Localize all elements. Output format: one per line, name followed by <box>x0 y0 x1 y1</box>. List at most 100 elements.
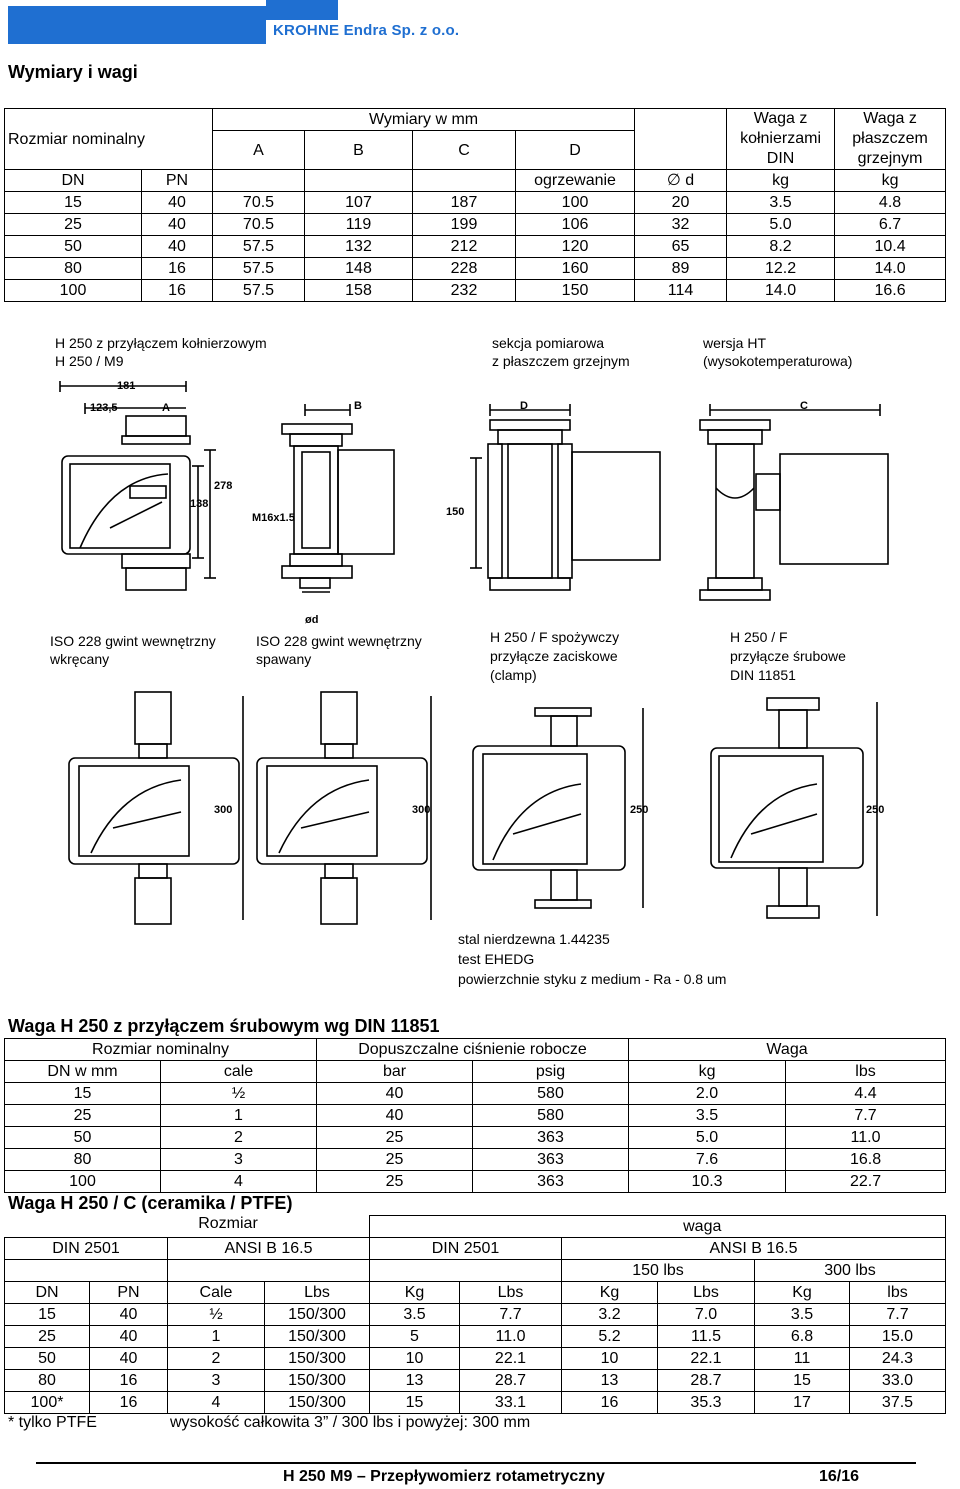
table-cell: 40 <box>316 1082 473 1105</box>
t3-footnote-star: * tylko PTFE <box>8 1414 97 1431</box>
table-cell: 11.0 <box>459 1325 562 1348</box>
table-cell: 100 <box>4 279 142 302</box>
t2-h-psig: psig <box>471 1060 630 1083</box>
table-cell: 11.0 <box>785 1126 947 1149</box>
col-b: B <box>304 130 413 170</box>
table-cell: 70.5 <box>212 191 305 214</box>
table-cell: 160 <box>514 257 636 280</box>
table-cell: 7.7 <box>459 1303 562 1326</box>
table-cell: 14.0 <box>834 257 947 280</box>
table-cell: 6.7 <box>834 213 947 236</box>
sub-c <box>412 169 516 192</box>
caption-ht-1: wersja HT <box>703 335 767 351</box>
table-cell: 40 <box>141 213 213 236</box>
table-cell: 16 <box>561 1391 658 1414</box>
table-cell: 5 <box>369 1325 460 1348</box>
table-header-cell: Kg <box>561 1281 658 1304</box>
caption-ht-2: (wysokotemperaturowa) <box>703 353 853 369</box>
caption-flange-2: H 250 / M9 <box>55 353 124 369</box>
caption-section-1: sekcja pomiarowa <box>492 335 605 351</box>
caption-iso-welded-1: ISO 228 gwint wewnętrzny <box>256 633 422 649</box>
ceramic-weight-table: waga DIN 2501 ANSI B 16.5 DIN 2501 ANSI … <box>4 1215 946 1414</box>
t3-blank-1 <box>5 1216 168 1238</box>
din11851-weight-table: Rozmiar nominalny Dopuszczalne ciśnienie… <box>4 1038 947 1193</box>
table-cell: 11 <box>754 1347 850 1370</box>
table-cell: 2 <box>160 1126 317 1149</box>
table-cell: 1 <box>167 1325 265 1348</box>
table-cell: 20 <box>634 191 728 214</box>
dim-278: 278 <box>214 480 233 492</box>
t2-h-dn: DN w mm <box>4 1060 161 1083</box>
table-cell: 363 <box>471 1170 630 1193</box>
t2-h-kg: kg <box>628 1060 787 1083</box>
dim-123-5: 123,5 <box>90 402 118 414</box>
table-cell: 37.5 <box>849 1391 946 1414</box>
table-cell: 16 <box>141 257 213 280</box>
table-cell: 15 <box>4 191 142 214</box>
sub-heating: ogrzewanie <box>514 169 636 192</box>
footer-title: H 250 M9 – Przepływomierz rotametryczny <box>283 1468 605 1485</box>
table-cell: 70.5 <box>212 213 305 236</box>
table-cell: 25 <box>4 1325 90 1348</box>
table-cell: 13 <box>369 1369 460 1392</box>
t2-h-weight: Waga <box>628 1038 947 1061</box>
t2-h-bar: bar <box>316 1060 473 1083</box>
caption-screw-3: DIN 11851 <box>730 667 796 683</box>
table-cell: 12.2 <box>726 257 836 280</box>
dim-181: 181 <box>117 380 136 392</box>
table-cell: 22.7 <box>785 1170 947 1193</box>
table-cell: 10 <box>561 1347 658 1370</box>
t3-h-300: 300 lbs <box>754 1259 946 1282</box>
t3-blank-4 <box>4 1259 168 1282</box>
table-cell: 7.7 <box>849 1303 946 1326</box>
table-cell: 32 <box>634 213 728 236</box>
table-cell: 100* <box>4 1391 90 1414</box>
t3-h-150: 150 lbs <box>561 1259 755 1282</box>
table-cell: 10.4 <box>834 235 947 258</box>
t3-h-ansi2: ANSI B 16.5 <box>561 1237 946 1260</box>
dim-b: B <box>354 400 362 412</box>
table-cell: 65 <box>634 235 728 258</box>
caption-screw-1: H 250 / F <box>730 629 788 645</box>
header-bar-tab <box>266 0 338 20</box>
dim-c: C <box>800 400 808 412</box>
t3-h-rozmiar: Rozmiar <box>198 1215 258 1232</box>
table-cell: 119 <box>304 213 413 236</box>
table-cell: 80 <box>4 257 142 280</box>
table-cell: 3.5 <box>726 191 836 214</box>
t3-h-waga: waga <box>459 1215 946 1238</box>
table-cell: 150/300 <box>264 1391 370 1414</box>
header-bar <box>8 0 338 44</box>
table-cell: 40 <box>89 1303 168 1326</box>
col-a: A <box>212 130 305 170</box>
table-cell: 150/300 <box>264 1325 370 1348</box>
t2-h-pressure: Dopuszczalne ciśnienie robocze <box>315 1038 630 1061</box>
dim-300-a: 300 <box>214 804 233 816</box>
t3-h-din2: DIN 2501 <box>369 1237 562 1260</box>
table-cell: 40 <box>89 1347 168 1370</box>
table-cell: 212 <box>412 235 516 258</box>
table-cell: 2.0 <box>628 1082 787 1105</box>
table-cell: 3.2 <box>561 1303 658 1326</box>
table-cell: 363 <box>471 1126 630 1149</box>
table-cell: 15 <box>754 1369 850 1392</box>
table-cell: 228 <box>412 257 516 280</box>
table-cell: 15 <box>4 1082 161 1105</box>
sub-kg-flange: kg <box>726 169 836 192</box>
table-header-cell: DN <box>4 1281 90 1304</box>
caption-iso-welded-2: spawany <box>256 651 312 667</box>
table-cell: 100 <box>4 1170 161 1193</box>
table-cell: 16 <box>141 279 213 302</box>
table-cell: 25 <box>316 1148 473 1171</box>
t3-footnote-height: wysokość całkowita 3” / 300 lbs i powyże… <box>170 1414 531 1431</box>
table-header-cell: Lbs <box>657 1281 755 1304</box>
table-cell: 25 <box>4 213 142 236</box>
